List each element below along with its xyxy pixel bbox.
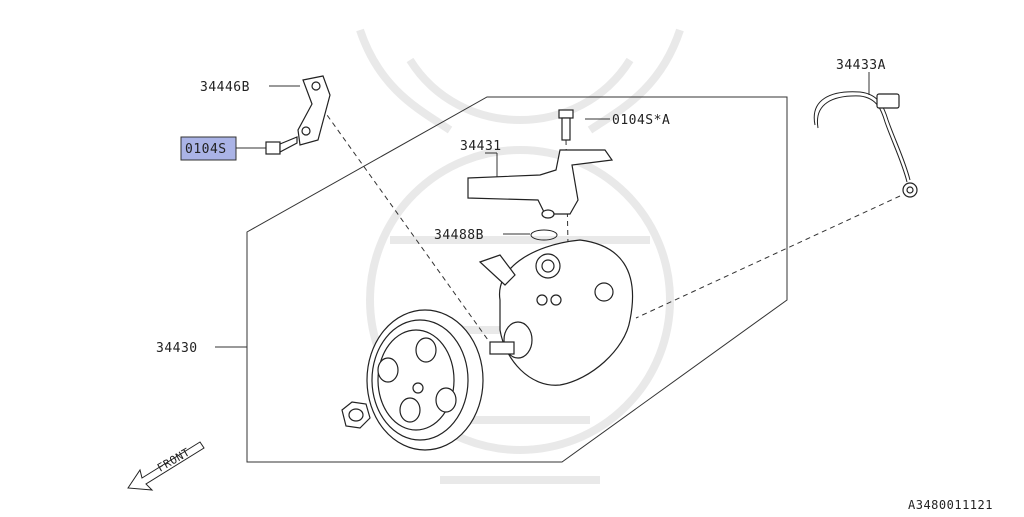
- arrow-left-down-icon: [127, 441, 205, 491]
- dashed-guides: [321, 107, 901, 341]
- bracket-part[interactable]: [297, 75, 331, 146]
- label-bracket[interactable]: 34446B: [200, 80, 250, 95]
- label-bolt-highlighted-text: 0104S: [185, 142, 227, 157]
- assembly-box: [246, 96, 788, 463]
- label-sensor[interactable]: 34433A: [836, 58, 886, 73]
- oring-part[interactable]: [530, 229, 558, 241]
- fitting-part[interactable]: [467, 149, 614, 219]
- diagram-code: A3480011121: [908, 498, 993, 512]
- label-bolt-highlighted[interactable]: 0104S: [180, 136, 237, 161]
- pump-body[interactable]: [478, 239, 634, 386]
- front-label: FRONT: [155, 446, 192, 475]
- pulley-nut-part[interactable]: [341, 401, 371, 429]
- bolt-part-top[interactable]: [558, 109, 574, 141]
- leader-lines: [215, 72, 870, 348]
- highlight-box[interactable]: [180, 136, 237, 161]
- label-oring[interactable]: 34488B: [434, 228, 484, 243]
- sensor-part[interactable]: [813, 91, 918, 198]
- bolt-part-left[interactable]: [265, 136, 298, 155]
- label-pump-assy[interactable]: 34430: [156, 341, 198, 356]
- label-bolt-top[interactable]: 0104S*A: [612, 113, 670, 128]
- label-fitting[interactable]: 34431: [460, 139, 502, 154]
- pulley-part[interactable]: [366, 309, 484, 451]
